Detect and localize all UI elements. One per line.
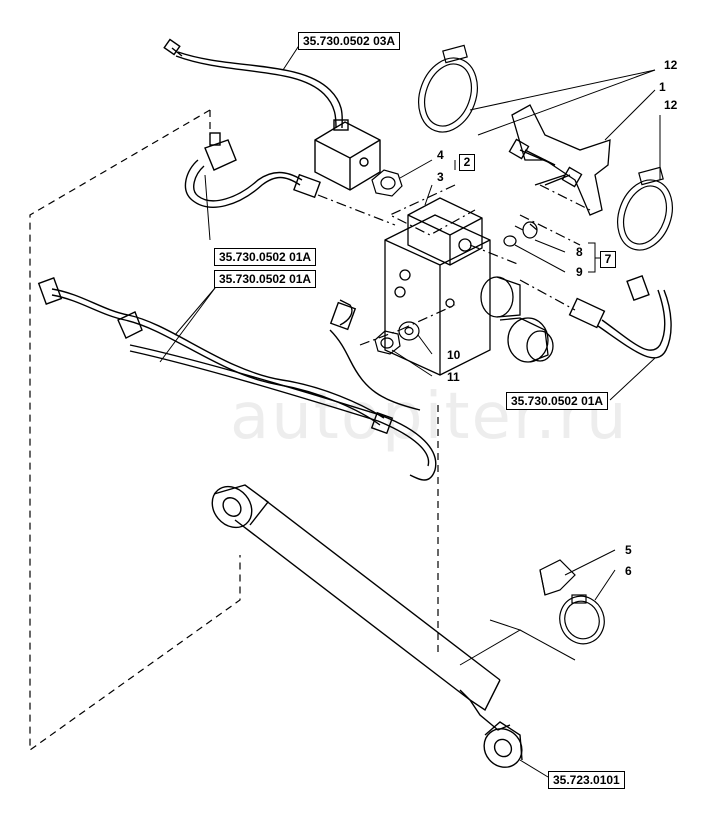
washer-part-10: [398, 321, 420, 341]
callout-8: 8: [576, 245, 583, 259]
hose-clamp-part-12-top: [418, 44, 478, 133]
hydraulic-line-long: [37, 277, 437, 481]
hose-clamp-part-6: [559, 594, 605, 645]
hose-upper-left: [184, 132, 321, 208]
callout-3: 3: [437, 170, 444, 184]
callout-9: 9: [576, 265, 583, 279]
callout-10: 10: [447, 348, 461, 362]
hydraulic-cylinder-part: [211, 484, 523, 768]
callout-11: 11: [447, 370, 460, 384]
nut-part-11: [374, 330, 401, 355]
group-box-7: 7: [600, 251, 616, 268]
reference-box-cable: 35.730.0502 03A: [298, 32, 401, 50]
assembly-axis-lines: [317, 184, 591, 346]
dashed-assembly-outline: [29, 109, 439, 752]
bracket-part-1: [508, 104, 611, 216]
reference-box-hose-1: 35.730.0502 01A: [214, 248, 317, 266]
reference-box-hose-2: 35.730.0502 01A: [214, 270, 317, 288]
leader-lines: [159, 43, 661, 778]
callout-12-top: 12: [664, 58, 678, 72]
reference-box-cylinder: 35.723.0101: [548, 771, 625, 789]
clip-part-5: [539, 559, 576, 596]
sensor-cable-part: [163, 38, 381, 191]
nut-part-4: [371, 169, 403, 197]
fitting-part-8: [503, 221, 538, 247]
reference-box-hose-3: 35.730.0502 01A: [506, 392, 609, 410]
valve-block-part: [384, 197, 554, 376]
hose-right: [568, 274, 672, 359]
callout-1: 1: [659, 80, 666, 94]
group-box-2: 2: [459, 154, 475, 171]
hose-clamp-part-12-right: [617, 166, 673, 251]
callout-4: 4: [437, 148, 444, 162]
callout-12-right: 12: [664, 98, 678, 112]
callout-6: 6: [625, 564, 632, 578]
callout-5: 5: [625, 543, 632, 557]
